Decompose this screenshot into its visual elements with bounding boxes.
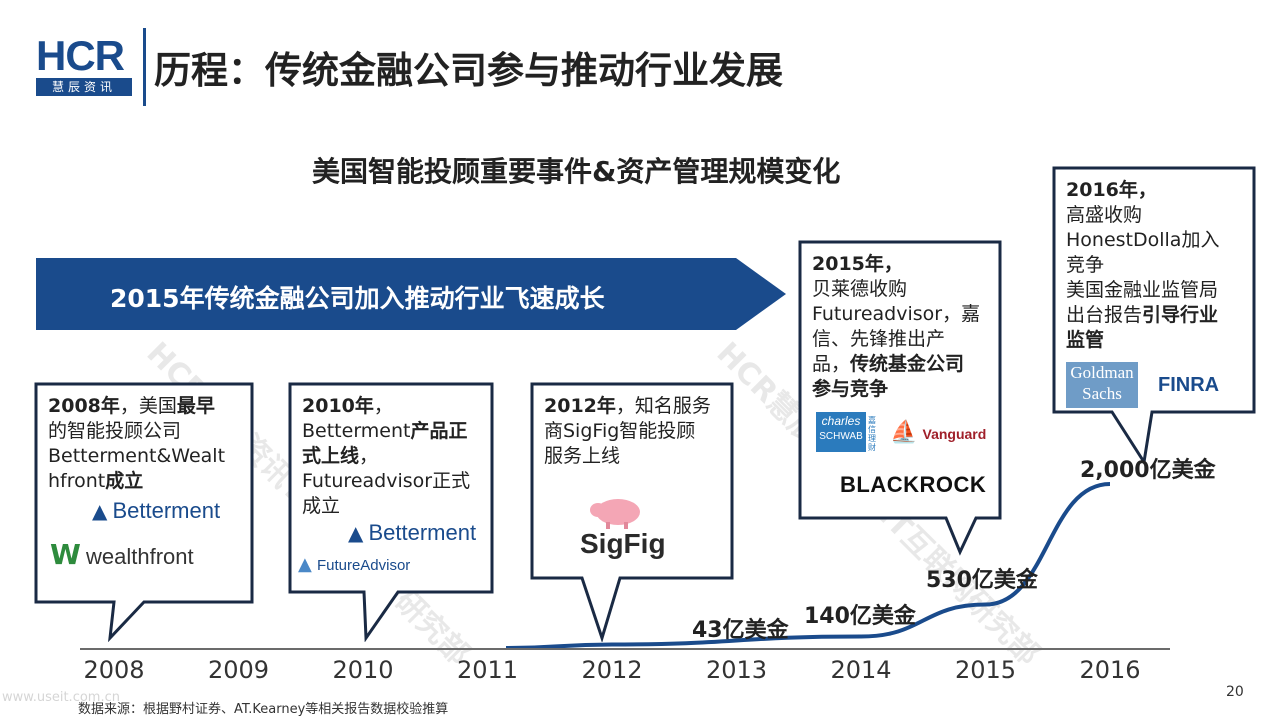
callout-2010: 2010年， Betterment产品正 式上线， Futureadvisor正… <box>302 395 471 517</box>
value-label-2016: 2,000亿美金 <box>1080 458 1216 483</box>
x-axis-year-label: 2012 <box>581 656 643 684</box>
callout-2008: 2008年，美国最早 的智能投顾公司 Betterment&Wealt hfro… <box>48 395 226 492</box>
x-axis-line <box>80 648 1170 650</box>
sigfig-logo: SigFig <box>580 528 666 559</box>
finra-logo: FINRA <box>1158 374 1220 396</box>
x-axis-year-label: 2011 <box>456 656 519 684</box>
schwab-cn-text: 嘉信理财 <box>868 416 876 452</box>
header-divider <box>143 28 146 106</box>
value-label-2015: 530亿美金 <box>926 568 1038 593</box>
x-axis-year-label: 2014 <box>830 656 892 684</box>
callout-2010-year: 2010年 <box>302 395 374 417</box>
x-axis-year-label: 2015 <box>954 656 1017 684</box>
x-axis-year-label: 2016 <box>1079 656 1141 684</box>
pig-icon <box>586 494 646 534</box>
callout-2008-year: 2008年 <box>48 395 120 417</box>
callout-2012: 2012年，知名服务 商SigFig智能投顾 服务上线 <box>544 395 711 467</box>
betterment-logo: ▲ Betterment <box>92 498 221 523</box>
url-watermark: www.useit.com.cn <box>2 690 120 705</box>
banner-text: 2015年传统金融公司加入推动行业飞速成长 <box>110 284 605 313</box>
callout-2008-bubble <box>34 382 254 642</box>
source-note: 数据来源：根据野村证券、AT.Kearney等相关报告数据校验推算 <box>78 702 449 717</box>
x-axis-year-label: 2008 <box>83 656 145 684</box>
betterment-logo: ▲ Betterment <box>348 520 477 545</box>
wealthfront-logo: W wealthfront <box>50 538 194 571</box>
x-axis-year-label: 2010 <box>332 656 394 684</box>
company-logo: HCR 慧辰资讯 <box>36 34 136 98</box>
value-label-2012: 43亿美金 <box>692 618 789 643</box>
callout-2015: 2015年， 贝莱德收购 Futureadvisor，嘉 信、先锋推出产 品，传… <box>812 253 981 400</box>
callout-2010-bubble <box>288 382 494 642</box>
callout-2016-year: 2016年， <box>1066 179 1157 201</box>
callout-2015-bubble <box>798 240 1002 556</box>
value-label-2014: 140亿美金 <box>804 604 916 629</box>
schwab-logo: charles SCHWAB <box>816 412 866 452</box>
logo-sub-text: 慧辰资讯 <box>36 78 132 96</box>
futureadvisor-logo: ▲ FutureAdvisor <box>298 554 411 575</box>
page-number: 20 <box>1226 684 1244 700</box>
callout-2015-year: 2015年， <box>812 253 903 275</box>
blackrock-logo: BLACKROCK <box>840 472 987 497</box>
x-axis-year-label: 2009 <box>207 656 270 684</box>
goldman-sachs-logo: Goldman Sachs <box>1066 362 1138 408</box>
x-axis-year-label: 2013 <box>705 656 768 684</box>
banner-arrow <box>36 258 786 330</box>
callout-2016: 2016年， 高盛收购 HonestDolla加入 竞争 美国金融业监管局 出台… <box>1066 179 1220 351</box>
aum-line <box>505 482 1111 650</box>
vanguard-logo: ⛵ Vanguard <box>890 420 987 445</box>
chart-title: 美国智能投顾重要事件&资产管理规模变化 <box>312 155 841 188</box>
page-title: 历程：传统金融公司参与推动行业发展 <box>154 49 783 92</box>
logo-main-text: HCR <box>36 32 125 79</box>
callout-2012-year: 2012年 <box>544 395 616 417</box>
